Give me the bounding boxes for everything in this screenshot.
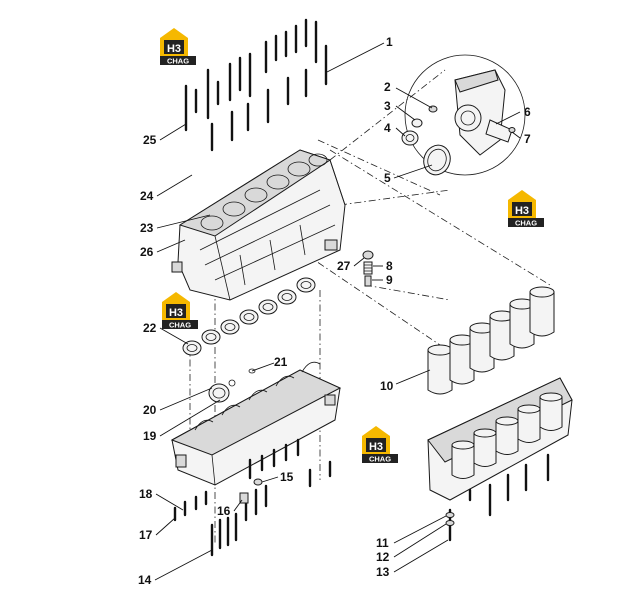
callout-4: 4 [384,121,391,135]
callout-17: 17 [139,528,153,542]
main-bearing-shells [182,277,316,356]
callout-2: 2 [384,80,391,94]
callout-25: 25 [143,133,157,147]
logo-mark: H3 [167,43,181,55]
lower-crankcase [170,361,342,486]
callout-15: 15 [280,470,294,484]
callout-7: 7 [524,132,531,146]
callout-3: 3 [384,99,391,113]
logo-word: CHAG [369,455,391,464]
callout-12: 12 [376,550,390,564]
callout-18: 18 [139,487,153,501]
brand-logo: H3 CHAG [162,292,198,330]
callout-23: 23 [140,221,154,235]
callout-14: 14 [138,573,152,587]
leader-lines [154,42,521,581]
callout-22: 22 [143,321,157,335]
relief-valve-parts [362,250,374,287]
brand-logo: H3 CHAG [362,426,398,464]
callout-5: 5 [384,171,391,185]
logo-word: CHAG [167,57,189,66]
brand-logo: H3 CHAG [160,28,196,66]
head-bolts [184,18,328,152]
callout-20: 20 [143,403,157,417]
callout-9: 9 [386,273,393,287]
lower-bolts [173,438,332,557]
callout-labels: 1 2 3 4 5 6 7 8 9 10 11 12 13 14 15 16 1… [138,35,531,587]
callout-13: 13 [376,565,390,579]
logo-word: CHAG [169,321,191,330]
callout-8: 8 [386,259,393,273]
callout-10: 10 [380,379,394,393]
callout-19: 19 [143,429,157,443]
callout-16: 16 [217,504,231,518]
callout-1: 1 [386,35,393,49]
brand-logo: H3 CHAG [508,190,544,228]
callout-21: 21 [274,355,288,369]
cylinder-liners [427,286,555,395]
assembled-block-view [427,377,573,542]
logo-mark-box [164,40,184,54]
callout-26: 26 [140,245,154,259]
callout-27: 27 [337,259,351,273]
logo-mark: H3 [515,205,529,217]
pump-detail-inset [401,54,526,176]
logo-word: CHAG [515,219,537,228]
logo-mark: H3 [369,441,383,453]
logo-mark: H3 [169,307,183,319]
cylinder-block [171,149,346,301]
callout-24: 24 [140,189,154,203]
callout-6: 6 [524,105,531,119]
callout-11: 11 [376,536,389,550]
